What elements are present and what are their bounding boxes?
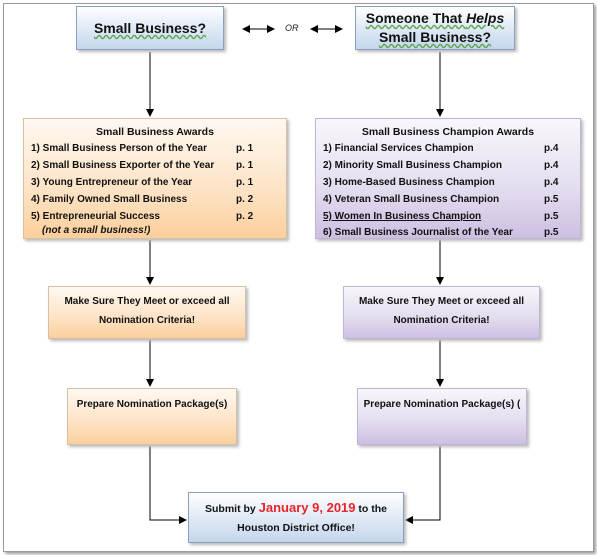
right-award-4: 4) Veteran Small Business Champion <box>323 194 500 205</box>
diagram-frame <box>3 3 594 552</box>
right-award-4-page: p.5 <box>544 194 559 205</box>
criteria-left-line2: Nomination Criteria! <box>98 315 196 326</box>
champion-awards-box: Small Business Champion Awards 1) Financ… <box>315 118 581 239</box>
or-label: OR <box>285 23 299 33</box>
submit-pre: Submit by <box>204 503 259 515</box>
helps-small-business-box: Someone That Helps Small Business? <box>355 6 515 50</box>
connector-right-submit <box>405 446 441 524</box>
submit-box: Submit by January 9, 2019 to the Houston… <box>188 492 404 543</box>
right-award-3-page: p.4 <box>544 177 559 188</box>
left-award-4-page: p. 2 <box>236 194 254 205</box>
right-award-3: 3) Home-Based Business Champion <box>323 177 495 188</box>
right-award-2-page: p.4 <box>544 160 559 171</box>
left-award-1-page: p. 1 <box>236 143 254 154</box>
right-award-1-page: p.4 <box>544 143 559 154</box>
left-award-5: 5) Entrepreneurial Success <box>31 211 160 222</box>
helps-title-em: Helps <box>466 10 505 26</box>
small-business-title: Small Business? <box>93 20 207 36</box>
right-award-6-page: p.5 <box>544 227 559 238</box>
left-award-3-page: p. 1 <box>236 177 254 188</box>
criteria-right-box: Make Sure They Meet or exceed all Nomina… <box>343 286 540 339</box>
right-award-5[interactable]: 5) Women In Business Champion <box>323 211 482 222</box>
criteria-right-line2: Nomination Criteria! <box>393 315 490 326</box>
left-award-4: 4) Family Owned Small Business <box>31 194 188 205</box>
submit-line2: Houston District Office! <box>237 522 355 534</box>
left-award-2: 2) Small Business Exporter of the Year <box>31 160 215 171</box>
left-award-3: 3) Young Entrepreneur of the Year <box>31 177 193 188</box>
submit-deadline: January 9, 2019 <box>258 500 356 515</box>
right-award-6: 6) Small Business Journalist of the Year <box>323 227 513 238</box>
criteria-left-box: Make Sure They Meet or exceed all Nomina… <box>48 286 246 339</box>
left-award-5-page: p. 2 <box>236 211 254 222</box>
criteria-left-line1: Make Sure They Meet or exceed all <box>64 296 230 307</box>
left-award-1: 1) Small Business Person of the Year <box>31 143 207 154</box>
connector-left-submit <box>149 446 187 524</box>
submit-line1: Submit by January 9, 2019 to the <box>189 498 403 519</box>
small-business-box: Small Business? <box>76 6 224 50</box>
prepare-left-label: Prepare Nomination Package(s) <box>76 399 228 410</box>
helps-title-line1: Someone That Helps <box>366 10 504 26</box>
left-award-5-note: (not a small business!) <box>42 225 151 236</box>
small-business-awards-title: Small Business Awards <box>96 126 214 138</box>
criteria-right-line1: Make Sure They Meet or exceed all <box>358 296 525 307</box>
small-business-awards-box: Small Business Awards 1) Small Business … <box>23 118 287 239</box>
right-award-5-page: p.5 <box>544 211 559 222</box>
left-award-2-page: p. 1 <box>236 160 254 171</box>
prepare-left-box: Prepare Nomination Package(s) <box>67 388 237 445</box>
helps-title-pre: Someone That <box>365 10 467 26</box>
prepare-right-label: Prepare Nomination Package(s) ( <box>363 399 521 410</box>
right-award-1: 1) Financial Services Champion <box>323 143 474 154</box>
helps-title-line2: Small Business? <box>378 29 492 45</box>
submit-post: to the <box>355 503 388 515</box>
champion-awards-title: Small Business Champion Awards <box>361 126 535 138</box>
prepare-right-box: Prepare Nomination Package(s) ( <box>357 388 527 445</box>
right-award-2: 2) Minority Small Business Champion <box>323 160 502 171</box>
